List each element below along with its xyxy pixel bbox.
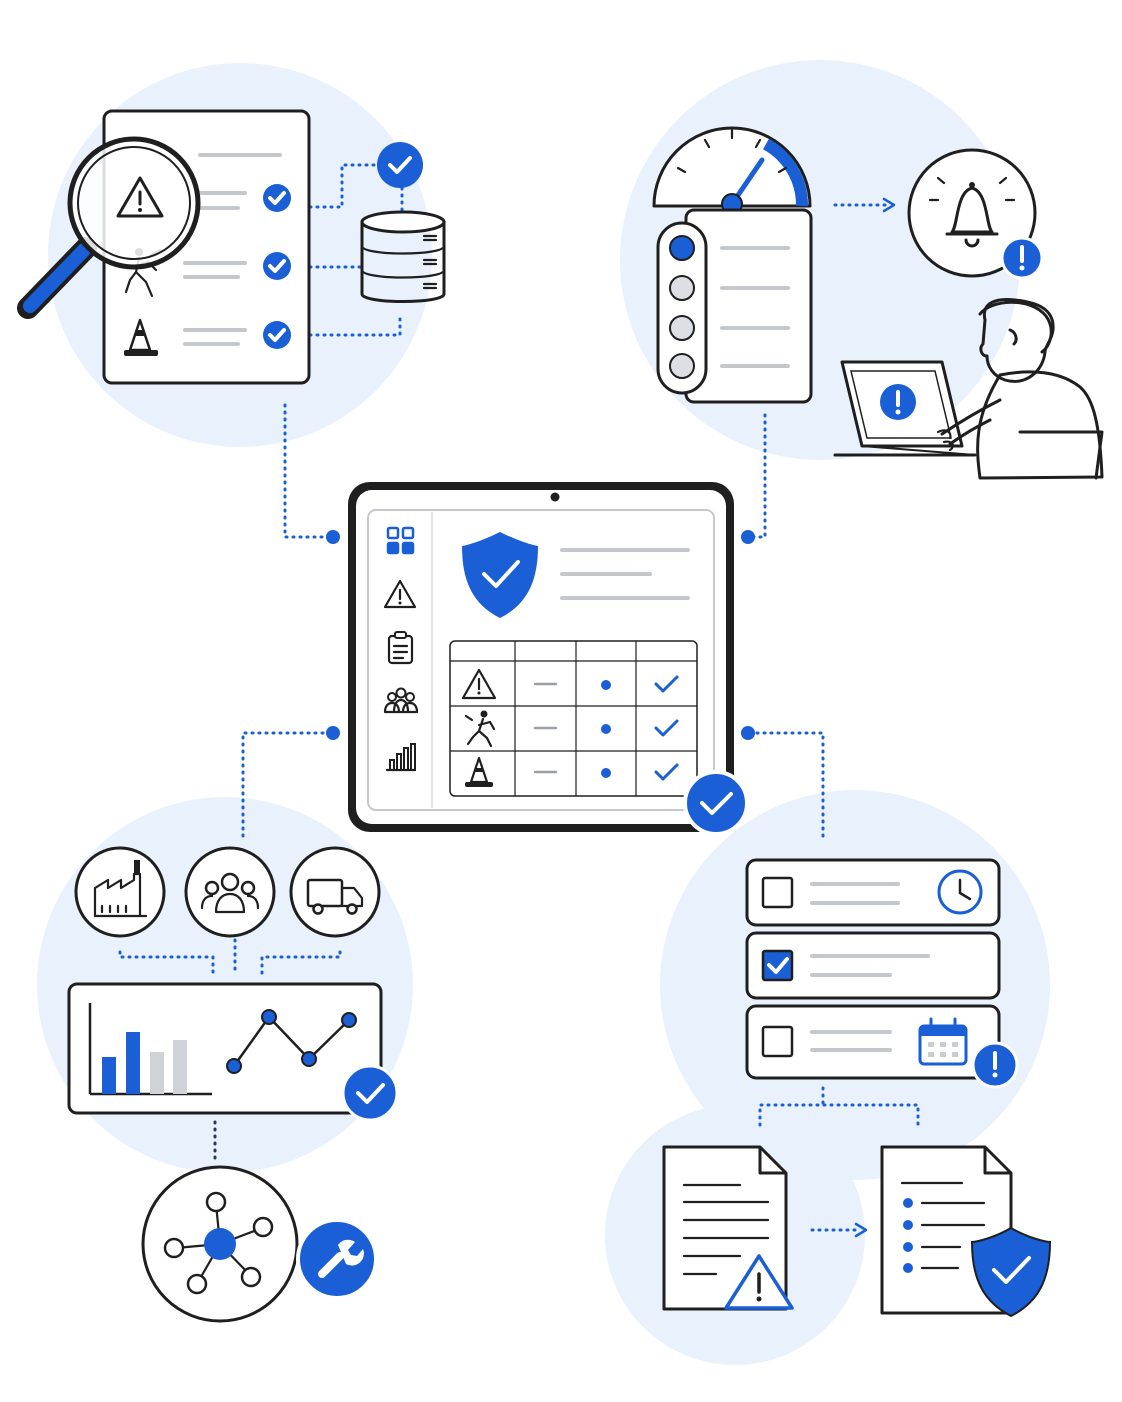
task-row[interactable] [745,858,1001,927]
task-checkbox[interactable] [761,876,794,909]
chart-point [261,1009,277,1025]
chart-bar [150,1052,164,1094]
wrench-badge-icon [296,1218,378,1300]
bar-chart [88,1003,212,1096]
alert-badge-icon [880,384,916,420]
level-selector [656,221,708,395]
chart-point [301,1051,317,1067]
sidebar-dashboard-icon[interactable] [386,526,415,555]
document-warning-icon [662,1145,794,1311]
table-row [465,756,679,787]
connector-node [326,530,340,544]
sidebar-warning-icon[interactable] [383,579,417,609]
task-row[interactable] [745,1004,1019,1089]
falling-person-icon [464,710,496,748]
document-shield-icon [880,1145,1052,1318]
status-dot [601,680,611,690]
tablet-camera [550,492,560,502]
row-check-icon [263,184,291,212]
line-chart [226,1009,357,1074]
sidebar-clipboard-icon[interactable] [387,631,414,665]
clock-icon [937,869,983,915]
shield-check-icon [462,532,538,618]
factory-icon [74,846,166,938]
task-row[interactable] [745,931,1001,1000]
selector-dot-active [669,235,695,261]
selector-dot [669,275,695,301]
chart-bar [126,1032,140,1094]
warning-triangle-icon [116,176,164,218]
calendar-icon [918,1017,968,1066]
status-check-icon [654,719,679,737]
row-check-icon [263,252,291,280]
bell-icon [907,148,1037,278]
warning-triangle-icon [461,668,497,700]
traffic-cone-icon [465,756,493,787]
truck-icon [289,846,381,938]
chart-bar [102,1057,116,1094]
table-row [464,710,679,748]
task-checkbox-checked[interactable] [761,949,794,982]
connectors [118,163,920,1238]
center-tablet [348,482,749,836]
alert-badge-icon [1000,236,1044,280]
sidebar-team-icon[interactable] [383,687,419,714]
connector-node [741,530,755,544]
check-badge-icon [341,1064,399,1122]
magnifier-icon [17,136,201,319]
chart-point [341,1012,357,1028]
check-badge-icon [377,142,423,188]
alert-badge-icon [971,1041,1019,1089]
connector-node [741,726,755,740]
chart-bar [173,1040,187,1094]
table-row [461,668,679,700]
traffic-cone-icon [124,318,158,356]
status-check-icon [654,675,679,693]
status-dot [601,768,611,778]
selector-dot [669,315,695,341]
analytics-cluster [67,846,399,1323]
task-checkbox[interactable] [761,1025,794,1058]
connector-node [326,726,340,740]
chart-point [226,1058,242,1074]
monitoring-panel [652,126,1104,480]
status-check-icon [654,763,679,781]
row-check-icon [263,321,291,349]
status-dot [601,724,611,734]
check-badge-icon [683,770,749,836]
worker-at-laptop [833,298,1104,480]
inspection-checklist [17,109,446,385]
status-table [449,640,698,797]
people-icon [184,846,276,938]
database-icon [360,210,446,303]
selector-dot [669,353,695,379]
sidebar-chart-icon[interactable] [385,743,417,772]
network-hub-icon [141,1165,299,1323]
task-cluster [662,858,1052,1318]
